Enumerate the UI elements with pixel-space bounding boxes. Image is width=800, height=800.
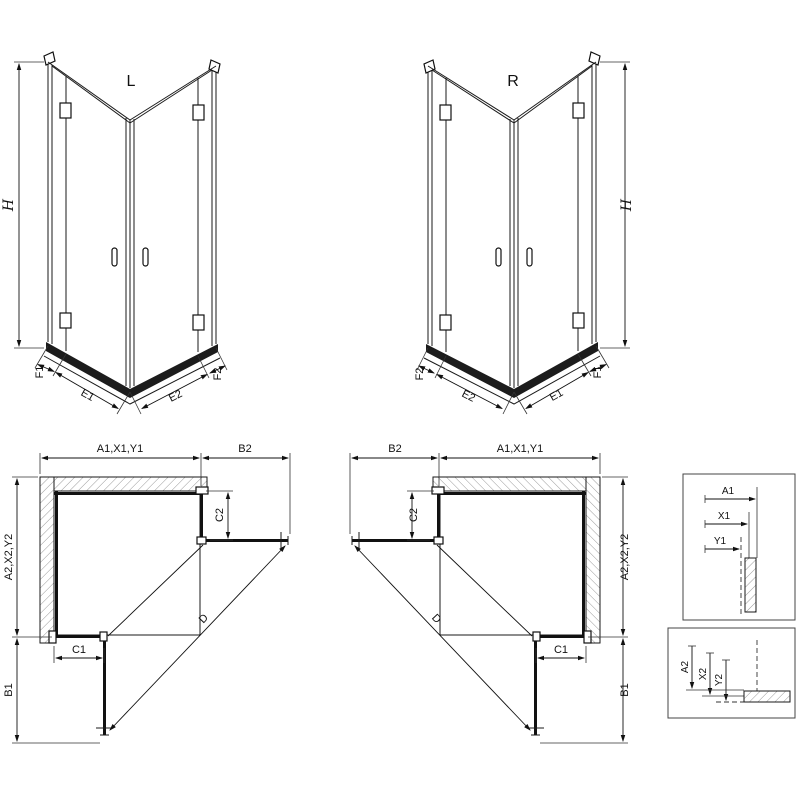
fixed-panel-label: C2 — [214, 508, 226, 522]
door-projection-label: B1 — [619, 683, 631, 696]
fixed-width-label: F1 — [34, 366, 46, 379]
cabin-plan-right-art — [350, 453, 628, 743]
depth-glass-label: Y2 — [714, 673, 725, 686]
width-total-label: A1,X1,Y1 — [97, 443, 143, 455]
variant-label-left: L — [127, 73, 136, 90]
detail-width-profile: A1 X1 Y1 — [682, 473, 796, 621]
height-dimension-label: H — [619, 198, 635, 212]
cabin-3d-right-art — [417, 52, 630, 414]
fixed-panel-label: C2 — [408, 508, 420, 522]
door-projection-label: B2 — [388, 443, 401, 455]
fixed-panel-label: C1 — [72, 644, 86, 656]
view-3d-right: R H F2 E2 E1 F1 — [414, 52, 635, 414]
door-width-label: E1 — [79, 387, 97, 404]
height-dimension-label: H — [1, 198, 17, 212]
fixed-width-label: F1 — [592, 366, 604, 379]
width-glass-label: Y1 — [714, 536, 727, 547]
detail-depth-profile: A2 X2 Y2 — [667, 627, 796, 719]
variant-label-right: R — [507, 73, 519, 90]
door-width-label: E1 — [548, 387, 566, 404]
depth-middle-label: X2 — [698, 667, 709, 680]
fixed-panel-label: C1 — [554, 644, 568, 656]
entry-diagonal-label: D — [429, 612, 443, 626]
door-width-label: E2 — [167, 388, 184, 405]
width-middle-label: X1 — [718, 511, 731, 522]
plan-view-left: A1,X1,Y1 B2 C2 A2,X2,Y2 C1 B1 D — [3, 443, 290, 743]
width-outer-label: A1 — [722, 486, 735, 497]
plan-view-right: B2 A1,X1,Y1 C2 A2,X2,Y2 C1 B1 D — [350, 443, 631, 743]
fixed-width-label: F2 — [414, 368, 426, 381]
fixed-width-label: F2 — [212, 368, 224, 381]
door-projection-label: B2 — [238, 443, 251, 455]
door-width-label: E2 — [460, 388, 477, 405]
cabin-plan-left-art — [12, 453, 290, 743]
door-projection-label: B1 — [3, 683, 15, 696]
depth-total-label: A2,X2,Y2 — [619, 534, 631, 580]
width-total-label: A1,X1,Y1 — [497, 443, 543, 455]
entry-diagonal-label: D — [197, 612, 211, 626]
depth-outer-label: A2 — [680, 660, 691, 673]
cabin-3d-left-art — [14, 52, 227, 414]
view-3d-left: L H F1 E1 E2 F2 — [1, 52, 227, 414]
depth-total-label: A2,X2,Y2 — [3, 534, 15, 580]
